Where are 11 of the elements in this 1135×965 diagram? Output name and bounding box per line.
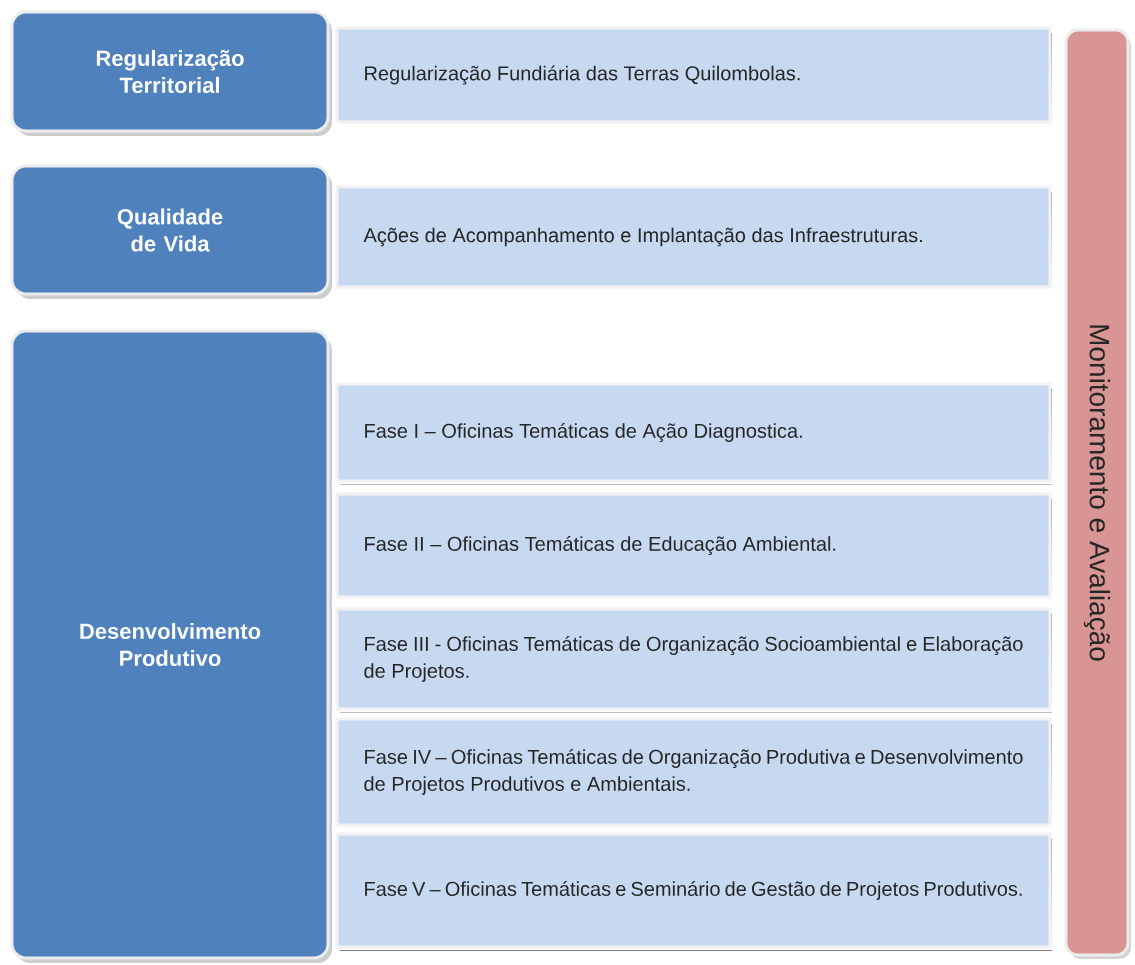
category-box: Desenvolvimento Produtivo — [10, 329, 332, 963]
activity-box: Fase III - Oficinas Temáticas de Organização Socioambiental e Elaboração de Projetos. — [335, 607, 1052, 713]
vertical-banner: Monitoramento e Avaliação — [1064, 28, 1131, 959]
activity-box: Fase II – Oficinas Temáticas de Educação Ambiental. — [335, 492, 1052, 601]
activity-box: Ações de Acompanhamento e Implantação das Infraestruturas. — [335, 185, 1052, 291]
activity-box: Regularização Fundiária das Terras Quilombolas. — [335, 26, 1052, 126]
category-box: Qualidade de Vida — [10, 164, 332, 299]
activity-box: Fase IV – Oficinas Temáticas de Organização Produtiva e Desenvolvimento de Projetos Produtivos e Ambientais. — [335, 717, 1052, 829]
activity-box: Fase V – Oficinas Temáticas e Seminário de Gestão de Projetos Produtivos. — [335, 832, 1052, 951]
activity-box: Fase I – Oficinas Temáticas de Ação Diagnostica. — [335, 382, 1052, 485]
category-box: Regularização Territorial — [10, 10, 332, 136]
